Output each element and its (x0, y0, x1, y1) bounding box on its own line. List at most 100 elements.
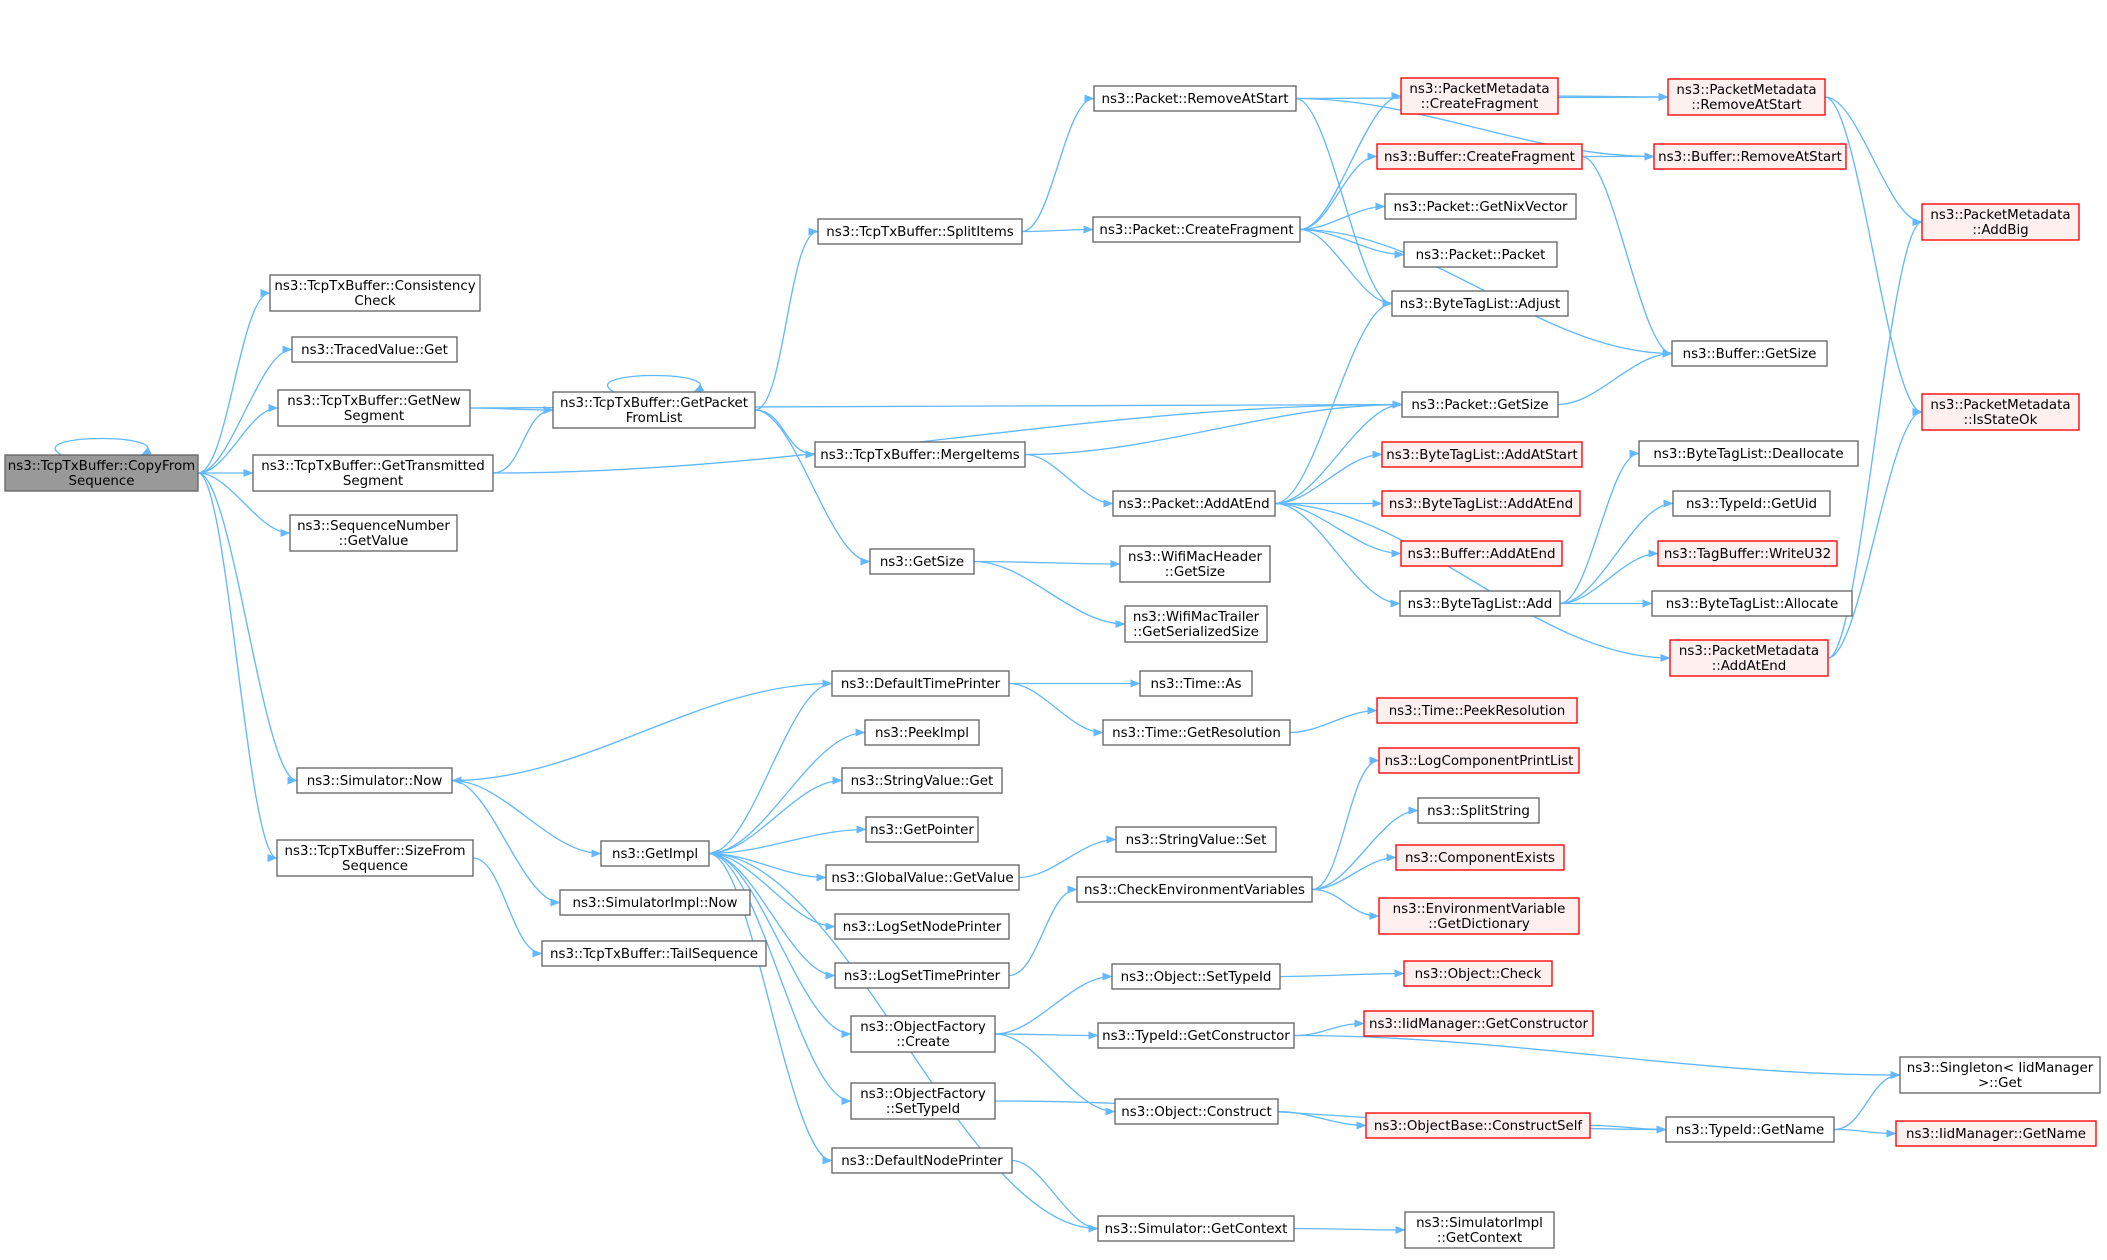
node-label: Sequence (68, 474, 134, 489)
node-merge-items[interactable]: ns3::TcpTxBuffer::MergeItems (814, 441, 1026, 468)
node-tag-buffer-write-u32[interactable]: ns3::TagBuffer::WriteU32 (1657, 540, 1838, 567)
edge-root-to-sim-now (197, 472, 298, 785)
node-packet-get-nix-vector[interactable]: ns3::Packet::GetNixVector (1384, 193, 1577, 220)
node-get-impl[interactable]: ns3::GetImpl (600, 840, 710, 867)
node-sim-get-context[interactable]: ns3::Simulator::GetContext (1097, 1215, 1295, 1242)
edge-get-packet-from-list-to-split-items (754, 227, 819, 411)
node-pm-is-state-ok[interactable]: ns3::PacketMetadata::IsStateOk (1921, 393, 2080, 431)
node-label: ns3::Packet::Packet (1416, 248, 1546, 263)
node-sim-impl-now[interactable]: ns3::SimulatorImpl::Now (559, 889, 751, 916)
node-get-size[interactable]: ns3::GetSize (869, 548, 975, 575)
node-btl-add-at-end[interactable]: ns3::ByteTagList::AddAtEnd (1381, 490, 1581, 517)
edge-packet-create-fragment-to-packet-get-nix-vector (1299, 202, 1386, 231)
node-box (269, 274, 481, 312)
node-tail-seq[interactable]: ns3::TcpTxBuffer::TailSequence (541, 940, 767, 967)
node-label: ns3::Buffer::RemoveAtStart (1658, 150, 1842, 165)
node-log-set-node-printer[interactable]: ns3::LogSetNodePrinter (834, 913, 1010, 940)
node-obj-factory-set-type-id[interactable]: ns3::ObjectFactory::SetTypeId (850, 1082, 996, 1120)
node-box (1102, 719, 1291, 746)
node-packet-add-at-end[interactable]: ns3::Packet::AddAtEnd (1112, 490, 1276, 517)
node-box (1391, 290, 1569, 317)
node-singleton-get[interactable]: ns3::Singleton< IidManager>::Get (1899, 1056, 2101, 1094)
edge-root-to-consistency (197, 289, 271, 474)
node-def-node-printer[interactable]: ns3::DefaultNodePrinter (831, 1147, 1013, 1174)
node-wifi-mac-header-get-size[interactable]: ns3::WifiMacHeader::GetSize (1119, 545, 1271, 583)
node-peek-impl[interactable]: ns3::PeekImpl (864, 719, 980, 746)
node-sim-impl-get-context[interactable]: ns3::SimulatorImpl::GetContext (1404, 1211, 1555, 1249)
node-packet-remove-at-start[interactable]: ns3::Packet::RemoveAtStart (1093, 85, 1297, 112)
node-seq-get-value[interactable]: ns3::SequenceNumber::GetValue (289, 514, 458, 552)
node-time-peek-resolution[interactable]: ns3::Time::PeekResolution (1376, 697, 1578, 724)
node-buffer-get-size[interactable]: ns3::Buffer::GetSize (1671, 340, 1828, 367)
node-byte-tag-list-adjust[interactable]: ns3::ByteTagList::Adjust (1391, 290, 1569, 317)
node-get-pointer[interactable]: ns3::GetPointer (865, 816, 979, 843)
node-string-value-get[interactable]: ns3::StringValue::Get (841, 767, 1003, 794)
node-box (817, 218, 1023, 245)
node-object-construct[interactable]: ns3::Object::Construct (1114, 1098, 1279, 1125)
node-time-as[interactable]: ns3::Time::As (1139, 670, 1253, 697)
node-buffer-create-fragment[interactable]: ns3::Buffer::CreateFragment (1376, 143, 1583, 170)
node-object-set-type-id[interactable]: ns3::Object::SetTypeId (1111, 963, 1281, 990)
node-btl-deallocate[interactable]: ns3::ByteTagList::Deallocate (1638, 440, 1859, 467)
node-box (1638, 440, 1859, 467)
node-packet-create-fragment[interactable]: ns3::Packet::CreateFragment (1092, 216, 1301, 243)
node-traced-get[interactable]: ns3::TracedValue::Get (291, 336, 458, 363)
node-global-get-value[interactable]: ns3::GlobalValue::GetValue (825, 864, 1020, 891)
node-box (1921, 393, 2080, 431)
node-buffer-remove-at-start[interactable]: ns3::Buffer::RemoveAtStart (1653, 143, 1847, 170)
edge-pm-remove-at-start-to-pm-add-big (1824, 96, 1923, 226)
node-label: ns3::CheckEnvironmentVariables (1084, 883, 1305, 898)
node-string-value-set[interactable]: ns3::StringValue::Set (1115, 826, 1277, 853)
node-box (1401, 391, 1559, 418)
node-box (850, 1015, 996, 1053)
node-type-id-get-constructor[interactable]: ns3::TypeId::GetConstructor (1097, 1022, 1295, 1049)
node-packet-get-size[interactable]: ns3::Packet::GetSize (1401, 391, 1559, 418)
node-object-check[interactable]: ns3::Object::Check (1403, 960, 1553, 987)
node-box (1395, 844, 1565, 871)
edge-pm-remove-at-start-to-pm-is-state-ok (1824, 96, 1923, 416)
node-wifi-mac-trailer-size[interactable]: ns3::WifiMacTrailer::GetSerializedSize (1124, 605, 1268, 643)
node-btl-add[interactable]: ns3::ByteTagList::Add (1399, 590, 1561, 617)
node-pm-remove-at-start[interactable]: ns3::PacketMetadata::RemoveAtStart (1667, 78, 1826, 116)
node-label: ::RemoveAtStart (1691, 98, 1801, 113)
node-packet-packet[interactable]: ns3::Packet::Packet (1403, 241, 1558, 268)
node-btl-allocate[interactable]: ns3::ByteTagList::Allocate (1651, 590, 1853, 617)
node-pm-create-fragment[interactable]: ns3::PacketMetadata::CreateFragment (1400, 77, 1559, 115)
node-buffer-add-at-end[interactable]: ns3::Buffer::AddAtEnd (1400, 540, 1563, 567)
node-split-string[interactable]: ns3::SplitString (1417, 797, 1540, 824)
node-type-id-get-uid[interactable]: ns3::TypeId::GetUid (1672, 490, 1831, 517)
node-sim-now[interactable]: ns3::Simulator::Now (296, 767, 453, 794)
node-log-component-print-list[interactable]: ns3::LogComponentPrintList (1378, 747, 1580, 774)
node-box (1114, 1098, 1279, 1125)
node-label: ns3::TracedValue::Get (301, 343, 448, 358)
node-label: ns3::ByteTagList::Deallocate (1653, 447, 1843, 462)
node-btl-add-at-start[interactable]: ns3::ByteTagList::AddAtStart (1381, 441, 1583, 468)
node-box (1672, 490, 1831, 517)
node-obj-base-construct-self[interactable]: ns3::ObjectBase::ConstructSelf (1365, 1112, 1591, 1139)
node-label: Check (354, 294, 395, 309)
node-pm-add-big[interactable]: ns3::PacketMetadata::AddBig (1921, 203, 2080, 241)
node-split-items[interactable]: ns3::TcpTxBuffer::SplitItems (817, 218, 1023, 245)
node-box (1076, 876, 1313, 903)
node-type-id-get-name[interactable]: ns3::TypeId::GetName (1665, 1116, 1835, 1143)
node-def-time-printer[interactable]: ns3::DefaultTimePrinter (831, 670, 1010, 697)
node-env-var-get-dictionary[interactable]: ns3::EnvironmentVariable::GetDictionary (1378, 897, 1580, 935)
node-box (277, 389, 471, 427)
node-time-get-resolution[interactable]: ns3::Time::GetResolution (1102, 719, 1291, 746)
edge-root-to-traced-get (197, 345, 293, 474)
node-component-exists[interactable]: ns3::ComponentExists (1395, 844, 1565, 871)
node-pm-add-at-end[interactable]: ns3::PacketMetadata::AddAtEnd (1669, 639, 1829, 677)
node-iid-mgr-get-name[interactable]: ns3::IidManager::GetName (1895, 1120, 2097, 1147)
node-check-env-vars[interactable]: ns3::CheckEnvironmentVariables (1076, 876, 1313, 903)
node-box (1384, 193, 1577, 220)
node-log-set-time-printer[interactable]: ns3::LogSetTimePrinter (834, 962, 1010, 989)
node-obj-factory-create[interactable]: ns3::ObjectFactory::Create (850, 1015, 996, 1053)
node-iid-mgr-get-constructor[interactable]: ns3::IidManager::GetConstructor (1363, 1010, 1594, 1037)
